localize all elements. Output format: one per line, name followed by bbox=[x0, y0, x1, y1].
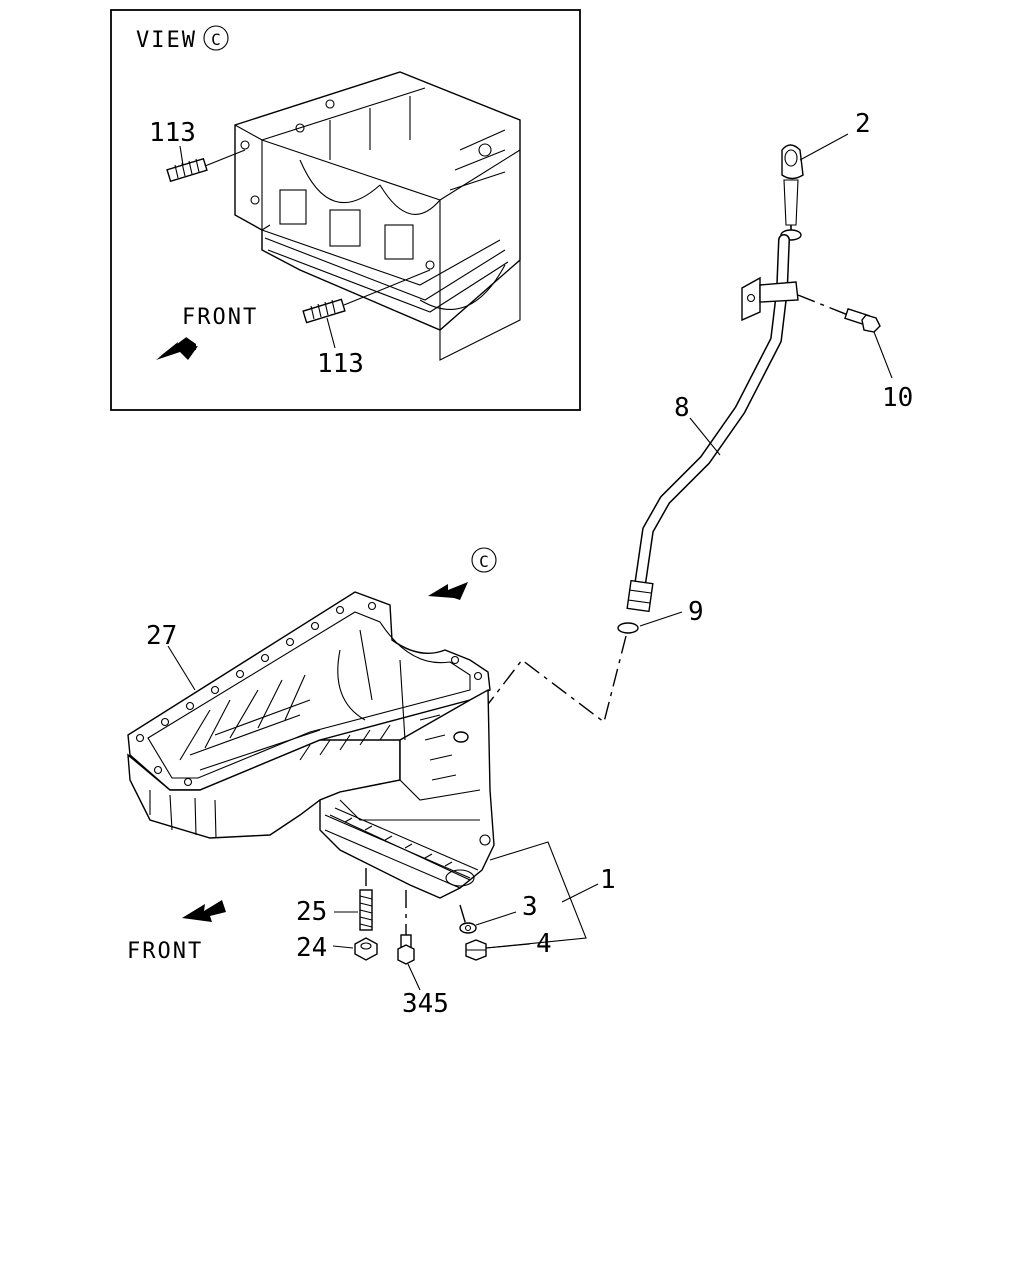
callout-345: 345 bbox=[402, 989, 449, 1019]
flange-bolt-holes bbox=[135, 601, 483, 787]
leader-27 bbox=[167, 645, 196, 691]
dipstick-handle bbox=[780, 144, 804, 241]
view-c-marker-letter: C bbox=[479, 552, 489, 571]
nut-24 bbox=[354, 937, 378, 961]
main-front-arrow-icon bbox=[182, 900, 226, 922]
bolt-345 bbox=[397, 934, 415, 965]
engine-block-illustration bbox=[234, 71, 521, 361]
oil-pan bbox=[127, 591, 495, 899]
leader-345 bbox=[407, 963, 421, 991]
install-path bbox=[461, 635, 627, 739]
leader-1 bbox=[561, 883, 599, 903]
leader-2 bbox=[799, 133, 849, 161]
callout-10: 10 bbox=[882, 383, 913, 413]
bolt-10 bbox=[844, 307, 881, 333]
main-front-label: FRONT bbox=[127, 939, 203, 964]
tube-fitting bbox=[626, 579, 654, 613]
washer-3 bbox=[459, 922, 477, 934]
o-ring-9 bbox=[617, 622, 639, 634]
callout-3: 3 bbox=[522, 892, 538, 922]
leader-3 bbox=[475, 911, 517, 926]
callout-4: 4 bbox=[536, 929, 552, 959]
stud-113-bottom bbox=[302, 269, 431, 349]
drain-plug-4 bbox=[465, 939, 487, 961]
inset-front-label: FRONT bbox=[182, 305, 258, 330]
washer-3-axis bbox=[459, 904, 467, 926]
callout-9: 9 bbox=[688, 597, 704, 627]
inset-view-letter: C bbox=[211, 30, 221, 49]
leader-1-bracket bbox=[485, 841, 587, 949]
stud-113-top bbox=[166, 145, 246, 183]
tube-bracket bbox=[741, 276, 799, 322]
view-c-marker: C bbox=[428, 547, 497, 600]
callout-24: 24 bbox=[296, 933, 327, 963]
callout-113-top: 113 bbox=[149, 118, 196, 148]
callout-8: 8 bbox=[674, 393, 690, 423]
dipstick-assembly: 2 10 8 9 bbox=[461, 109, 913, 739]
callout-2: 2 bbox=[855, 109, 871, 139]
stud-25 bbox=[359, 889, 373, 931]
view-c-arrow-icon bbox=[428, 582, 468, 600]
bolt-10-axis bbox=[797, 294, 849, 316]
inset-front-arrow-fill bbox=[156, 338, 198, 360]
leader-8 bbox=[689, 417, 721, 456]
callout-1: 1 bbox=[600, 865, 616, 895]
leader-10 bbox=[873, 331, 893, 379]
inset-view-label: VIEW bbox=[136, 28, 197, 53]
inset-view-c: VIEW C bbox=[110, 9, 581, 411]
callout-27: 27 bbox=[146, 621, 177, 651]
leader-24 bbox=[332, 945, 354, 949]
inset-view-circle bbox=[203, 25, 229, 51]
leader-4 bbox=[485, 943, 531, 949]
callout-113-bottom: 113 bbox=[317, 349, 364, 379]
dipstick-port bbox=[453, 731, 469, 743]
leader-9 bbox=[639, 611, 683, 627]
callout-25: 25 bbox=[296, 897, 327, 927]
